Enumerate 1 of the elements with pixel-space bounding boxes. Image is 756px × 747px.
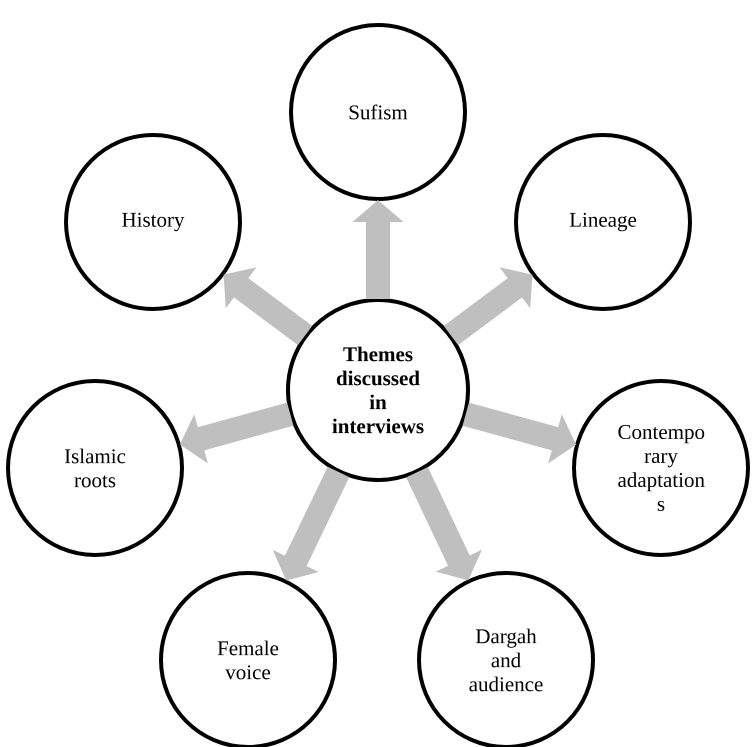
block-arrow [444, 267, 532, 346]
